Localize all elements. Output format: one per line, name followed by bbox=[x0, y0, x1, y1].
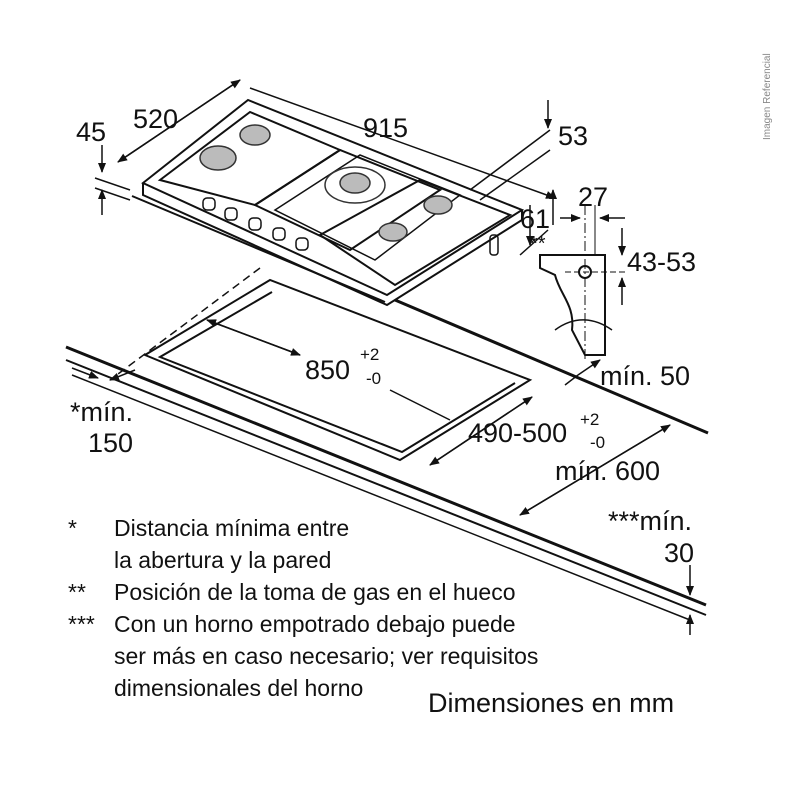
dim-850-tol-minus: -0 bbox=[366, 369, 381, 388]
watermark: Imagen Referencial bbox=[762, 53, 773, 140]
dim-45: 45 bbox=[76, 117, 106, 147]
dim-min-side-label: *mín. bbox=[70, 397, 133, 427]
units-label: Dimensiones en mm bbox=[428, 688, 675, 718]
dimension-lines bbox=[71, 79, 694, 635]
dim-43-53: 43-53 bbox=[627, 247, 696, 277]
note-text: Posición de la toma de gas en el hueco bbox=[114, 579, 516, 605]
dim-520: 520 bbox=[133, 104, 178, 134]
dim-490-500: 490-500 bbox=[468, 418, 567, 448]
note-text: ser más en caso necesario; ver requisito… bbox=[114, 643, 539, 669]
dim-850-tol-plus: +2 bbox=[360, 345, 379, 364]
dim-915: 915 bbox=[363, 113, 408, 143]
dim-min-600: mín. 600 bbox=[555, 456, 660, 486]
dimension-labels: 45 520 915 53 27 61 ** 43-53 850 +2 -0 m… bbox=[70, 104, 696, 568]
note-mark: * bbox=[68, 515, 77, 541]
note-text: la abertura y la pared bbox=[114, 547, 332, 573]
dim-27: 27 bbox=[578, 182, 608, 212]
dim-min-50: mín. 50 bbox=[600, 361, 690, 391]
knobs bbox=[202, 197, 499, 256]
note-text: Con un horno empotrado debajo puede bbox=[114, 611, 516, 637]
dim-min-thickness-label: ***mín. bbox=[608, 506, 692, 536]
hob-drawing bbox=[65, 98, 709, 621]
note-mark: *** bbox=[68, 611, 95, 637]
dim-850: 850 bbox=[305, 355, 350, 385]
dim-490-tol-plus: +2 bbox=[580, 410, 599, 429]
dim-150: 150 bbox=[88, 428, 133, 458]
dim-490-tol-minus: -0 bbox=[590, 433, 605, 452]
dim-61: 61 bbox=[520, 204, 550, 234]
note-text: dimensionales del horno bbox=[114, 675, 364, 701]
note-mark: ** bbox=[68, 579, 86, 605]
note-text: Distancia mínima entre bbox=[114, 515, 350, 541]
dim-30: 30 bbox=[664, 538, 694, 568]
burners bbox=[199, 124, 453, 242]
gas-marker: ** bbox=[530, 233, 546, 255]
dim-53: 53 bbox=[558, 121, 588, 151]
